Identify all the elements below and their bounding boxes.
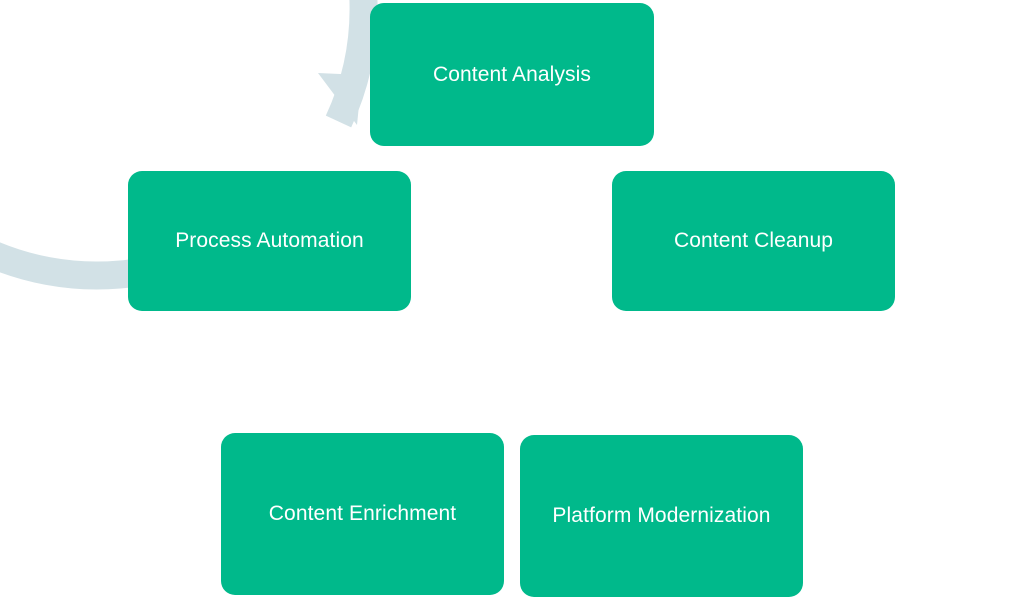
step-content-cleanup: Content Cleanup	[612, 171, 895, 311]
step-label: Content Cleanup	[673, 229, 834, 252]
step-label: Platform Modernization	[552, 504, 771, 527]
step-label: Content Enrichment	[268, 502, 457, 525]
step-platform-modernization: Platform Modernization	[520, 435, 803, 597]
step-label: Process Automation	[175, 229, 364, 252]
cycle-ring-arc	[0, 0, 378, 290]
step-content-enrichment: Content Enrichment	[221, 433, 504, 595]
cycle-arrowhead-icon	[318, 73, 362, 125]
step-label: Content Analysis	[432, 62, 592, 86]
step-content-analysis: Content Analysis	[370, 3, 654, 146]
step-process-automation: Process Automation	[128, 171, 411, 311]
